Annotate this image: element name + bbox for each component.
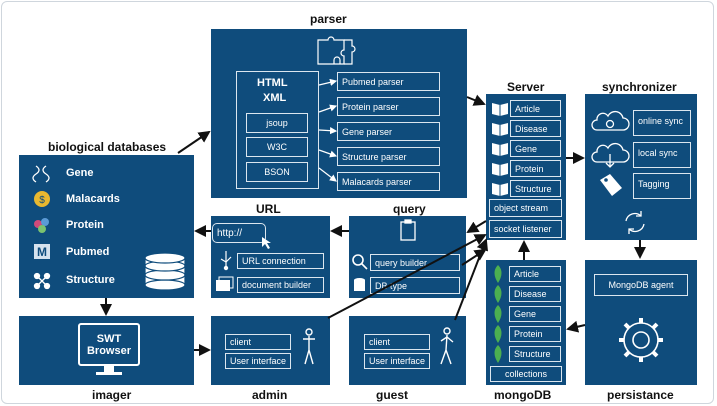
- admin-client: client: [225, 334, 291, 350]
- lib-w3c: W3C: [246, 137, 308, 157]
- url-document-builder: document builder: [237, 277, 324, 293]
- sync-online: online sync: [633, 110, 691, 136]
- swt-line2: Browser: [86, 344, 132, 357]
- query-builder: query builder: [370, 254, 460, 271]
- bio-db-label: biological databases: [48, 140, 167, 154]
- bio-db-gene: Gene: [66, 167, 94, 179]
- format-box: [236, 71, 319, 189]
- bio-db-protein: Protein: [66, 219, 104, 231]
- server-article: Article: [510, 100, 561, 117]
- bio-db-malacards: Malacards: [66, 193, 120, 205]
- query-label: query: [393, 202, 426, 216]
- lib-bson: BSON: [246, 162, 308, 182]
- swt-browser-screen: SWT Browser: [78, 323, 140, 366]
- parser-structure: Structure parser: [337, 147, 440, 166]
- mongodb-label: mongoDB: [494, 388, 552, 402]
- url-connection: URL connection: [237, 253, 324, 269]
- mongodb-structure: Structure: [509, 346, 561, 362]
- admin-panel: [211, 316, 330, 385]
- mongodb-collections: collections: [490, 366, 562, 382]
- bio-db-structure: Structure: [66, 274, 115, 286]
- format-html: HTML: [257, 77, 288, 89]
- lib-jsoup: jsoup: [246, 113, 308, 133]
- guest-panel: [349, 316, 466, 385]
- server-socket-listener: socket listener: [489, 220, 562, 238]
- sync-local: local sync: [633, 142, 691, 168]
- url-http: http://: [212, 223, 266, 243]
- parser-pubmed: Pubmed parser: [337, 72, 440, 91]
- server-protein: Protein: [510, 160, 561, 177]
- query-db-type: DB type: [370, 277, 460, 294]
- guest-label: guest: [376, 388, 409, 402]
- imager-label: imager: [92, 388, 132, 402]
- guest-client: client: [364, 334, 430, 350]
- mongodb-disease: Disease: [509, 286, 561, 302]
- synchronizer-label: synchronizer: [602, 80, 677, 94]
- persistance-label: persistance: [607, 388, 674, 402]
- server-disease: Disease: [510, 120, 561, 137]
- parser-protein: Protein parser: [337, 97, 440, 116]
- admin-label: admin: [252, 388, 288, 402]
- mongodb-agent: MongoDB agent: [594, 274, 688, 296]
- format-xml: XML: [263, 92, 287, 104]
- parser-label: parser: [310, 12, 347, 26]
- parser-gene: Gene parser: [337, 122, 440, 141]
- url-label: URL: [256, 202, 281, 216]
- admin-ui: User interface: [225, 353, 291, 369]
- server-label: Server: [507, 80, 545, 94]
- mongodb-gene: Gene: [509, 306, 561, 322]
- parser-malacards: Malacards parser: [337, 172, 440, 191]
- swt-line1: SWT: [96, 332, 122, 345]
- mongodb-article: Article: [509, 266, 561, 282]
- sync-tagging: Tagging: [633, 173, 691, 199]
- server-object-stream: object stream: [489, 199, 562, 217]
- server-structure: Structure: [510, 180, 561, 197]
- bio-db-pubmed: Pubmed: [66, 246, 110, 258]
- guest-ui: User interface: [364, 353, 430, 369]
- mongodb-protein: Protein: [509, 326, 561, 342]
- server-gene: Gene: [510, 140, 561, 157]
